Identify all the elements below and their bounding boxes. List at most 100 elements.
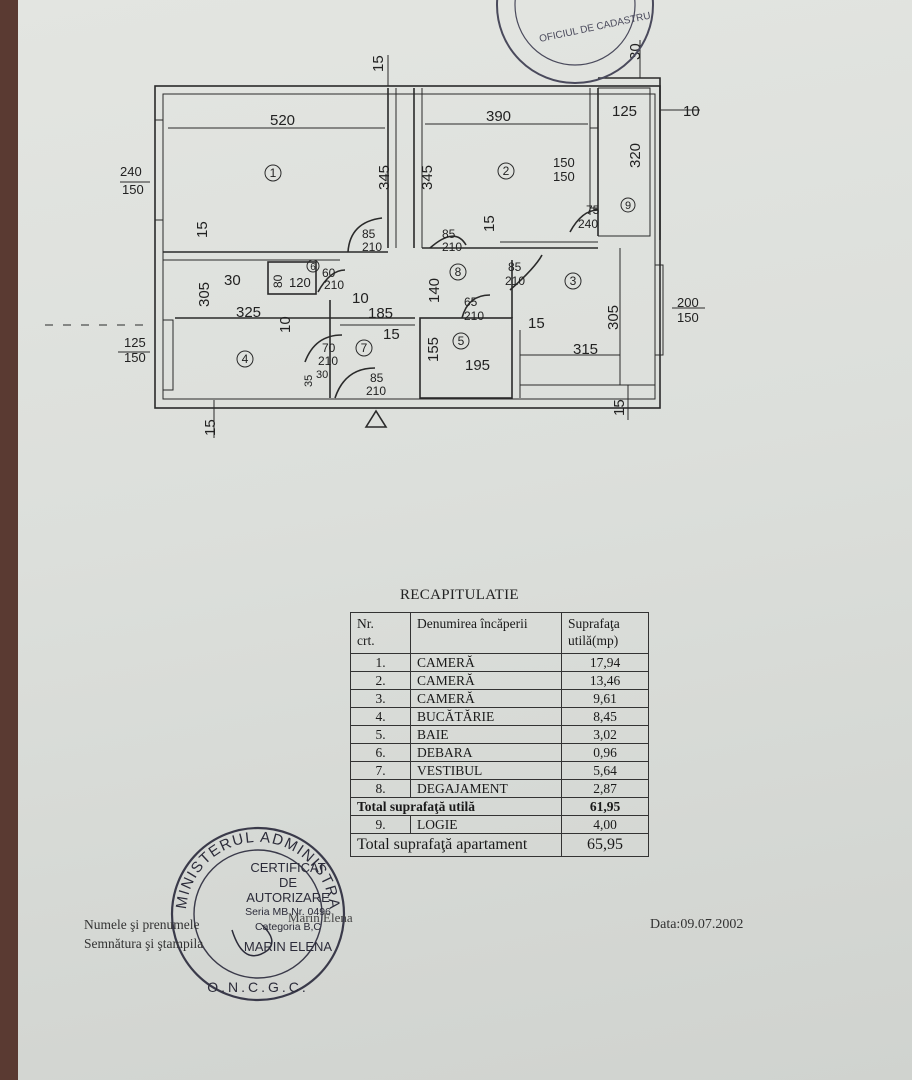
dim-r9-height: 320 [627,143,644,168]
dim-r1-width: 520 [270,112,295,129]
dim-door-3-b: 210 [505,274,525,288]
dim-window-4-b: 150 [124,350,146,365]
dim-door-2-a: 85 [442,227,456,241]
apartment-total-value: 65,95 [561,833,649,857]
signature-name-label: Numele şi prenumele [84,917,200,932]
door-arc-3 [509,254,543,291]
stamp-bottom-text: O.N.C.G.C. [207,979,309,995]
dim-r5-155: 155 [425,337,442,362]
inner-wall-line [162,93,656,400]
signature-stamp-label: Semnătura şi ştampila [84,936,204,951]
room-circle-5 [452,332,470,350]
stamp-inner-text: CERTIFICAT DE AUTORIZARE Seria MB Nr. 04… [238,860,338,954]
loggia-inner [598,87,651,237]
dim-entry-a: 85 [370,371,384,385]
dim-r4-305: 305 [196,282,213,307]
dim-hall-185: 185 [368,305,393,322]
dim-window-2-b: 150 [553,169,575,184]
corner-stamp: OFICIUL DE CADASTRU [496,0,654,84]
dim-door-7-a: 70 [322,341,336,355]
dim-window-1-b: 150 [122,182,144,197]
window-room3 [654,264,664,356]
room-circle-3 [564,272,582,290]
dim-window-1-a: 240 [120,164,142,179]
dim-window-3-a: 200 [677,295,699,310]
room-circle-4 [236,350,254,368]
header-name: Denumirea încăperii [410,612,562,654]
dim-door-6-a: 60 [322,266,336,280]
stamp-line-4: Seria MB Nr. 0496 [245,906,331,918]
dim-entry-b: 210 [366,384,386,398]
bathroom-walls [419,317,513,399]
room-number-9: 9 [625,200,631,212]
dim-r3-305: 305 [605,305,622,330]
signature-scribble [231,924,273,957]
stamp-line-5: Categoria B,C [255,921,321,933]
dim-wall-30: 30 [224,272,241,289]
dim-door-5-a: 65 [464,295,478,309]
dim-top-15: 15 [370,55,387,72]
dim-door-9-a: 75 [586,203,600,217]
dim-wall-15-c: 15 [383,326,400,343]
room-circle-8 [449,263,467,281]
dim-wall-10-b: 10 [277,316,294,333]
loggia-wall [598,77,661,240]
stamp-ring-text: MINISTERUL ADMINISTRAŢIEI PUBLICE [18,0,342,911]
door-arc-6 [317,269,346,293]
room-number-1: 1 [270,166,277,180]
corner-stamp-text: OFICIUL DE CADASTRU [538,11,651,45]
stamp-line-3: AUTORIZARE [246,890,330,905]
dim-r4-325: 325 [236,304,261,321]
window-room1 [154,119,164,221]
dim-r5-195: 195 [465,357,490,374]
dim-door-5-b: 210 [464,309,484,323]
room-circle-6 [306,259,320,273]
dim-r1-height: 345 [376,165,393,190]
apartment-total-label: Total suprafaţă apartament [350,833,562,857]
dim-stub-30: 30 [316,369,328,381]
useful-total-label: Total suprafaţă utilă [350,797,562,816]
room-number-5: 5 [458,334,465,348]
room-number-7: 7 [361,341,368,355]
door-arc-5 [461,294,491,319]
window-kitchen [162,319,174,391]
room-number-2: 2 [503,164,510,178]
dim-window-2-a: 150 [553,155,575,170]
stamp-name-overlay: Marin Elena [288,910,353,925]
dim-door-1-a: 85 [362,227,376,241]
door-arc-entry [334,367,376,399]
room-circle-2 [497,162,515,180]
dim-stub-35: 35 [303,375,315,387]
dim-door-3-a: 85 [508,260,522,274]
room-number-3: 3 [570,274,577,288]
room-circle-1 [264,164,282,182]
dim-r9-width: 125 [612,103,637,120]
svg-text:MINISTERUL ADMINISTRAŢIEI PUBL: MINISTERUL ADMINISTRAŢIEI PUBLICE [18,0,343,911]
document-page: 1 2 3 4 5 6 7 8 9 15 30 10 520 345 390 3… [18,0,912,1080]
room-number-8: 8 [455,265,462,279]
dim-hall-140: 140 [426,278,443,303]
dim-top-10: 10 [683,103,700,120]
dim-bottom-15-left: 15 [202,419,219,436]
room-circle-9 [620,197,636,213]
dim-door-7-b: 210 [318,354,338,368]
room-number-6: 6 [310,262,316,273]
dim-wall-10-a: 10 [352,290,369,307]
useful-total-row: Total suprafaţă utilă 61,95 [350,797,649,816]
dim-wall-15-d: 15 [528,315,545,332]
stamp-line-6: MARIN ELENA [243,939,333,954]
dim-window-4-a: 125 [124,335,146,350]
round-stamp: MINISTERUL ADMINISTRAŢIEI PUBLICE O.N.C.… [18,0,346,1002]
dim-door-1-b: 210 [362,240,382,254]
dim-r6-120: 120 [289,275,311,290]
dim-wall-15-a: 15 [194,221,211,238]
